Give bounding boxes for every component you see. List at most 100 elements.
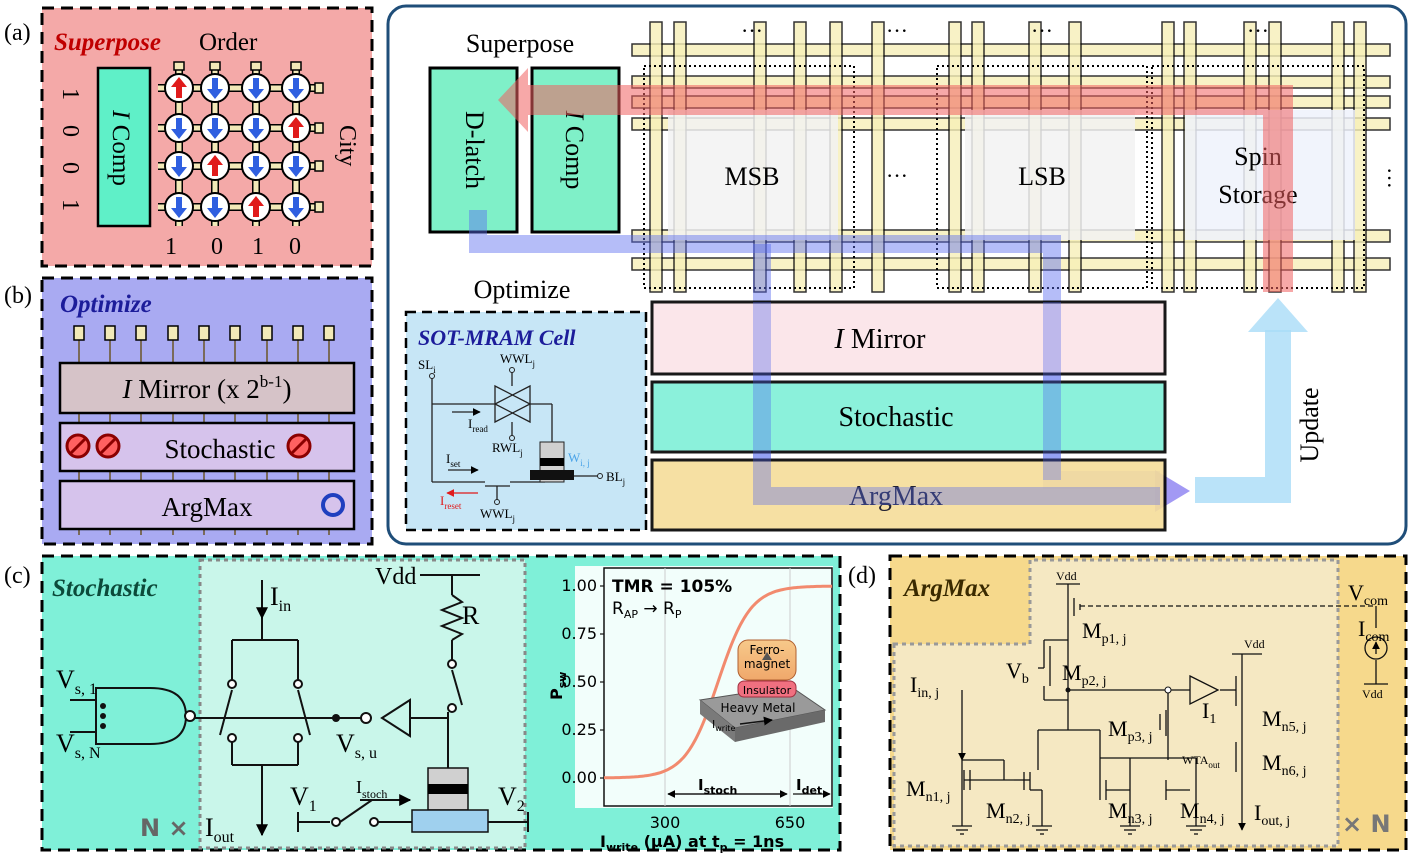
superpose-label: Superpose <box>466 29 574 58</box>
ground-symbols <box>952 825 1206 835</box>
arrow-up-icon <box>248 196 264 217</box>
bottom-bit-1: 1 <box>165 234 177 260</box>
top-dots-1: ··· <box>741 18 763 43</box>
spin-cell-down <box>281 151 311 181</box>
spin-cell-up <box>200 151 230 181</box>
panel-label-a: (a) <box>4 20 31 46</box>
arrow-up-icon <box>288 117 304 138</box>
spin-cell-down <box>164 192 194 222</box>
spin-cell-down <box>164 151 194 181</box>
optimize-label: Optimize <box>474 275 571 304</box>
msb-block <box>668 110 838 240</box>
insulator-label: Insulator <box>743 684 792 697</box>
ferromagnet-label-2: magnet <box>744 657 791 671</box>
arrow-down-icon <box>288 78 304 99</box>
pin <box>323 325 335 341</box>
argmax-box-main <box>650 458 1167 532</box>
arrow-down-icon <box>207 197 223 218</box>
argmax-title: ArgMax <box>902 575 990 602</box>
pin <box>229 325 241 341</box>
vdd-d3: Vdd <box>1362 687 1383 701</box>
xtick-300: 300 <box>650 813 681 832</box>
left-bit-1: 1 <box>57 88 83 100</box>
vdd-d2: Vdd <box>1244 637 1265 651</box>
spin-cell-up <box>164 73 194 103</box>
order-label: Order <box>199 29 258 56</box>
iset-label: Iset <box>446 451 461 469</box>
wwl2-label: WWLj <box>480 506 515 524</box>
spin-cell-down <box>241 113 271 143</box>
spin-cell-down <box>241 73 271 103</box>
icomp-label-a: I Comp <box>107 109 134 186</box>
argmax-box-b <box>58 479 356 531</box>
bl-label: BLj <box>606 469 625 487</box>
arrow-down-icon <box>207 118 223 139</box>
bottom-bit-2: 0 <box>211 234 223 260</box>
superpose-title: Superpose <box>54 29 161 56</box>
xtick-650: 650 <box>775 813 806 832</box>
psw-curve <box>604 584 832 780</box>
arrow-down-icon <box>207 78 223 99</box>
iout-d-label: Iout, j <box>1254 800 1290 829</box>
pin <box>104 325 116 341</box>
spin-grid <box>158 61 324 226</box>
arrow-down-icon <box>288 197 304 218</box>
sot-title: SOT-MRAM Cell <box>418 325 576 350</box>
arrow-down-icon <box>248 118 264 139</box>
left-bit-2: 0 <box>57 125 83 137</box>
mid-dots: ··· <box>886 163 908 188</box>
mn1-label: Mn1, j <box>906 776 950 805</box>
istoch-label: Istoch <box>356 777 387 801</box>
pin <box>167 325 179 341</box>
spin-cell-up <box>241 192 271 222</box>
pin <box>292 325 304 341</box>
wij-label: Wi, j <box>568 450 590 468</box>
panel-b: Optimize I Mirror (x 2b-1) Stochastic Ar… <box>40 276 374 546</box>
left-bit-4: 1 <box>57 199 83 211</box>
wwl-label: WWLj <box>500 351 535 369</box>
pin <box>198 325 210 341</box>
top-dots-4: ··· <box>1247 18 1269 43</box>
wta-label: WTAout <box>1182 753 1220 770</box>
top-dots-2: ··· <box>886 18 908 43</box>
panel-label-c: (c) <box>4 563 31 589</box>
vsu-label: Vs, u <box>336 729 377 762</box>
superpose-arrow <box>528 85 1293 292</box>
arrow-up-icon <box>207 155 223 176</box>
arrow-down-icon <box>288 156 304 177</box>
iread-label: Iread <box>468 416 488 434</box>
arrow-down-icon <box>248 78 264 99</box>
n-times-label: N × <box>140 814 189 842</box>
dlatch-label: D-latch <box>460 111 489 189</box>
pin <box>73 325 85 341</box>
iout-label: Iout <box>205 813 235 846</box>
sot-device-inset: Ferro- magnet Insulator Heavy Metal Iwri… <box>698 639 827 742</box>
mp1-label: Mp1, j <box>1082 618 1126 647</box>
arrow-up-icon <box>171 77 187 98</box>
city-label: City <box>334 125 360 166</box>
mp2-label: Mp2, j <box>1062 660 1106 689</box>
icomp-label-main: I Comp <box>560 110 589 190</box>
panel-label-d: (d) <box>848 563 876 589</box>
mirror-label-b: I Mirror (x 2b-1) <box>122 372 292 404</box>
istoch-range-label: Istoch <box>698 776 737 797</box>
ytick-label: 0.25 <box>561 720 597 739</box>
bottom-bit-4: 0 <box>289 234 301 260</box>
top-dots-3: ··· <box>1031 18 1053 43</box>
spin-cell-down <box>200 73 230 103</box>
i1-label: I1 <box>1202 698 1216 727</box>
v1-label: V1 <box>290 782 317 815</box>
stochastic-box-main <box>650 380 1167 454</box>
arrow-down-icon <box>171 197 187 218</box>
main-panel: Superpose D-latch I Comp MSB ··· LSB Spi… <box>386 4 1408 546</box>
update-label: Update <box>1295 387 1324 462</box>
vsn-label: Vs, N <box>56 729 101 762</box>
spin-cell-down <box>241 151 271 181</box>
vb-label: Vb <box>1006 658 1029 687</box>
mn5-label: Mn5, j <box>1262 706 1306 735</box>
mirror-box-b <box>58 361 356 415</box>
right-dots: ··· <box>1377 167 1402 189</box>
argmax-label-b: ArgMax <box>162 492 253 522</box>
pin <box>261 325 273 341</box>
vdd-c-label: Vdd <box>375 564 416 590</box>
